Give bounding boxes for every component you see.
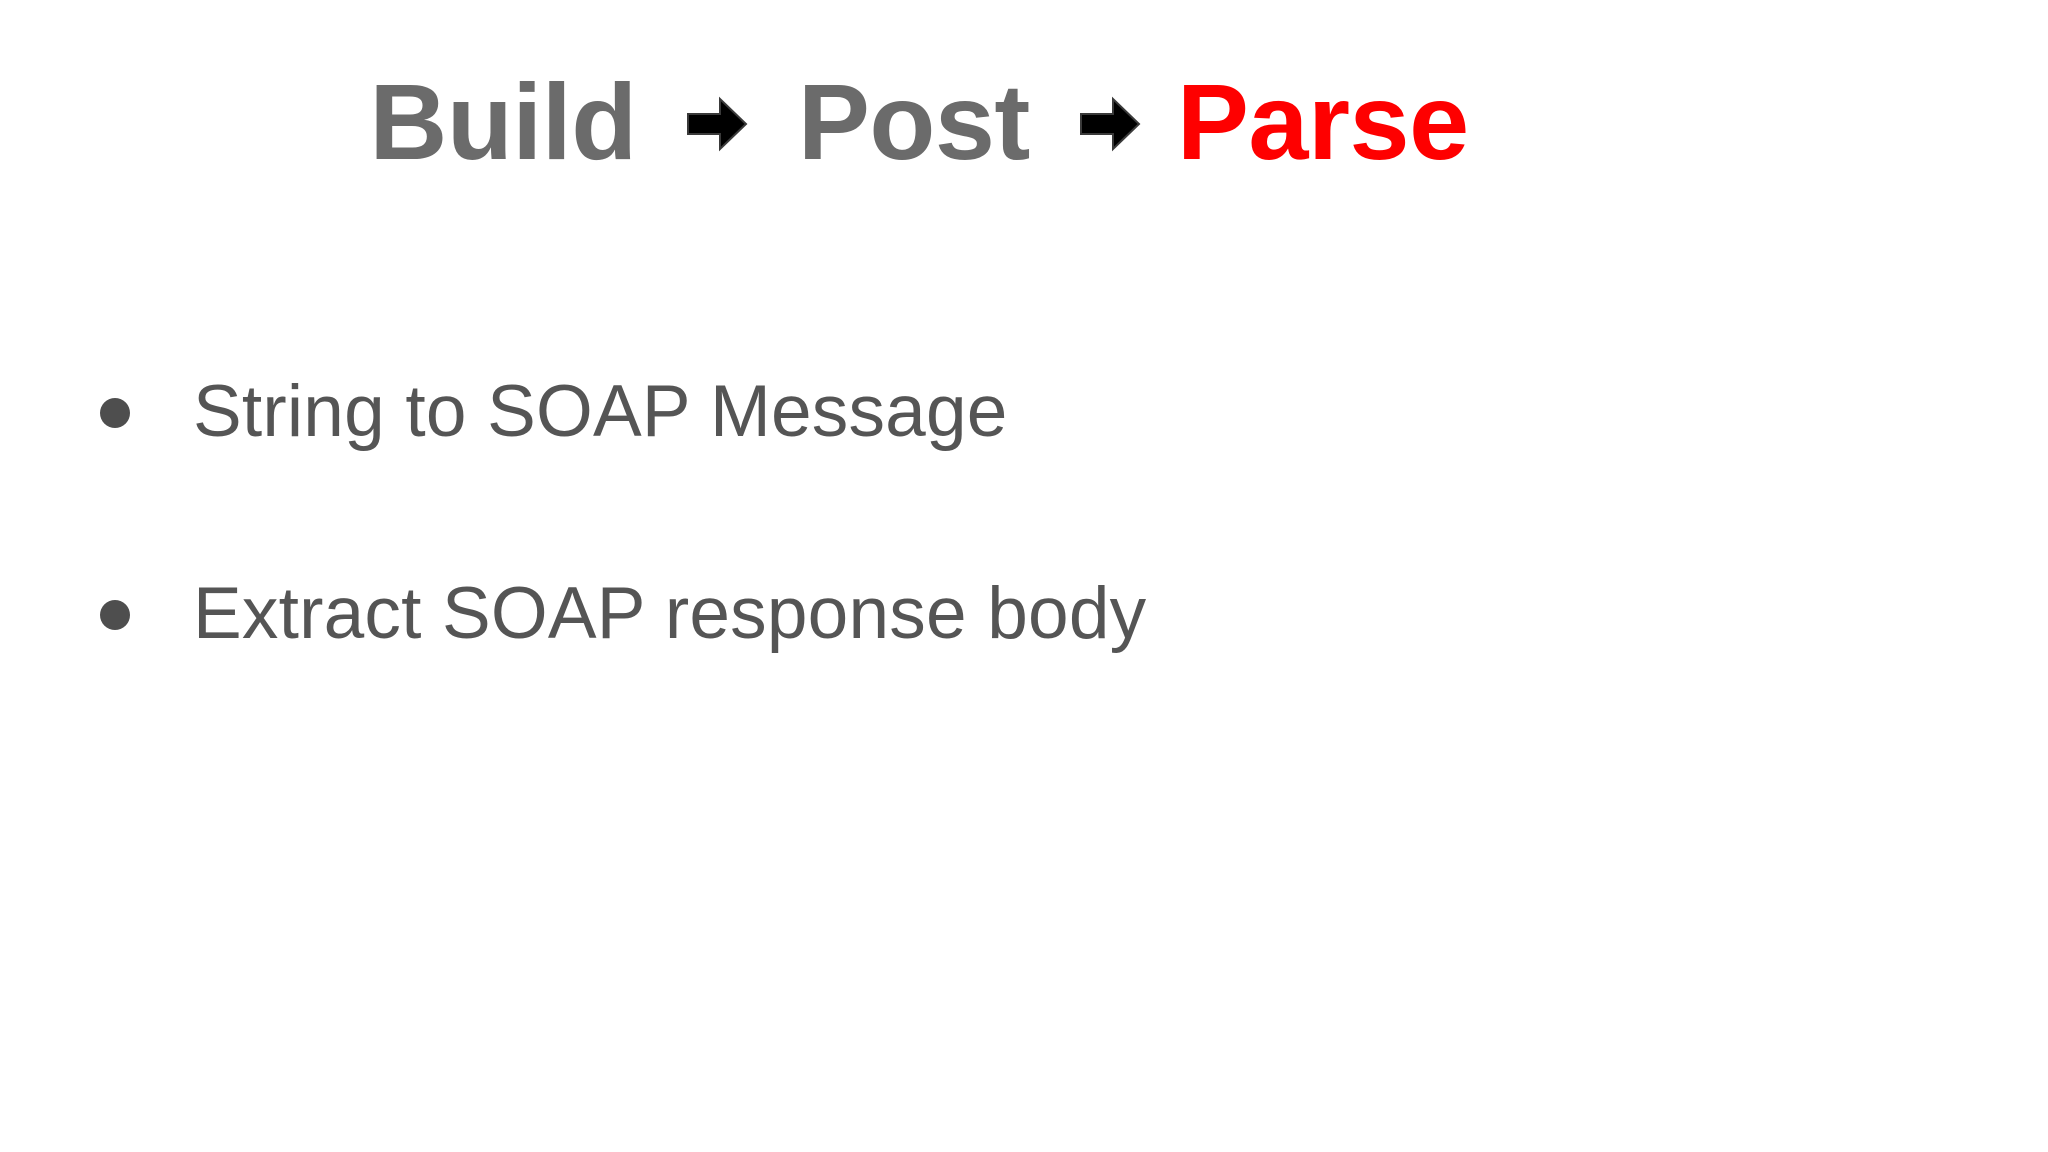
- bullet-text-1: Extract SOAP response body: [193, 573, 1147, 654]
- list-item: String to SOAP Message: [0, 368, 1500, 460]
- title-word-build: Build: [369, 61, 637, 182]
- title-word-parse: Parse: [1176, 61, 1469, 182]
- title-word-post: Post: [797, 61, 1031, 182]
- bullet-list: String to SOAP Message Extract SOAP resp…: [0, 368, 1500, 772]
- right-arrow-icon: [686, 96, 748, 152]
- slide-title: Build Post Parse: [0, 61, 2048, 183]
- list-item: Extract SOAP response body: [0, 570, 1500, 662]
- right-arrow-icon-2: [1079, 96, 1141, 152]
- bullet-text-0: String to SOAP Message: [193, 371, 1008, 452]
- bullet-point-icon: [100, 600, 130, 630]
- bullet-point-icon: [100, 398, 130, 428]
